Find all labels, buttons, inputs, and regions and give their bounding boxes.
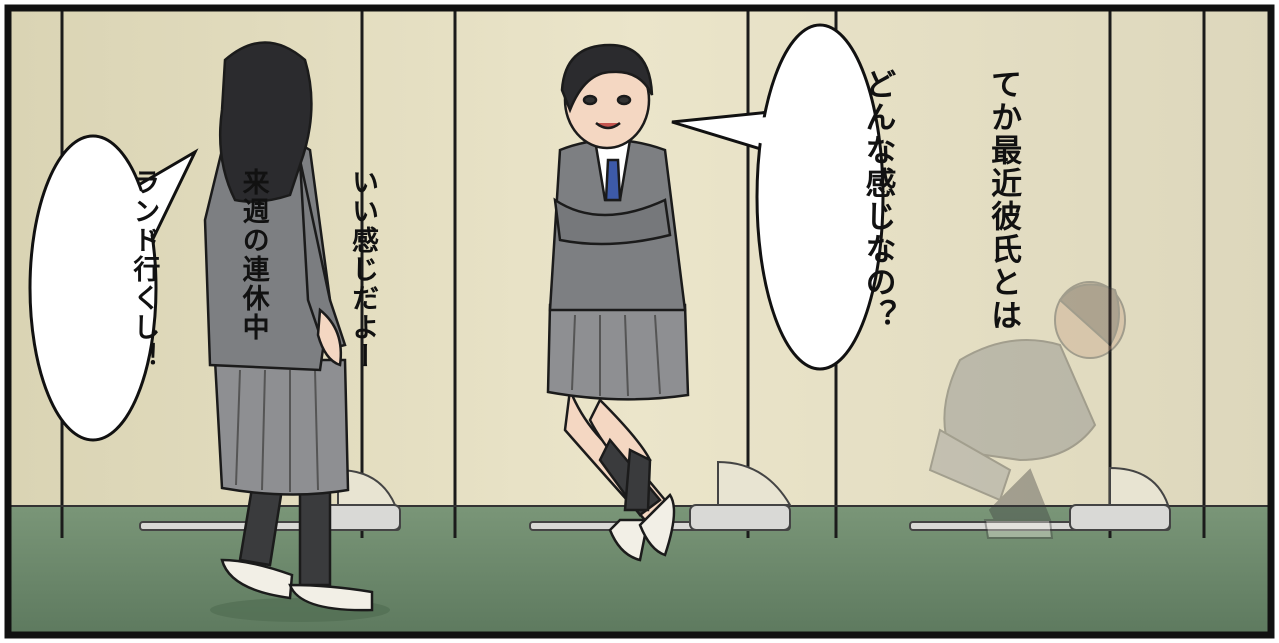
girl-center [546,43,690,562]
girl-left [203,41,390,622]
speech-line: 来週の連休中 [237,168,269,342]
speech-line: てか最近彼氏とは [985,68,1022,332]
speech-line: いい感じだよー [346,168,378,371]
squat-toilet [909,466,1171,531]
speech-line: どんな感じなの？ [859,68,896,332]
speech-line: ランド行くし！ [128,168,160,371]
speech-bubble-left [28,134,199,442]
ghost-girl [928,281,1126,539]
speech-bubble-right [671,23,885,371]
panel-border [4,4,1275,639]
speech-text-left: いい感じだよー 来週の連休中 ランド行くし！ [52,168,453,371]
speech-text-right: てか最近彼氏とは どんな感じなの？ [772,68,1107,332]
